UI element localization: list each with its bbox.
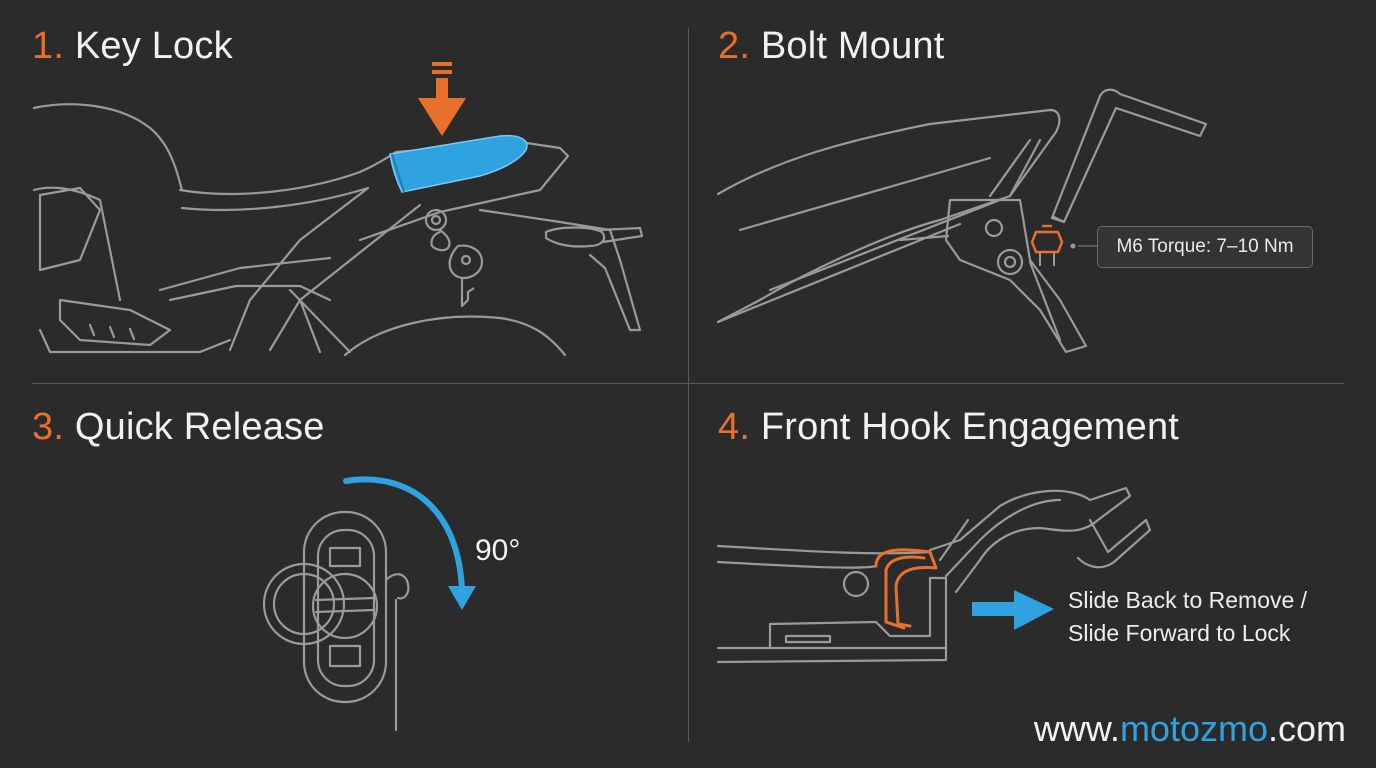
panel-title-text: Bolt Mount [760, 25, 945, 67]
panel-title-front-hook: 4. Front Hook Engagement [718, 405, 1179, 449]
website-prefix: www. [1033, 708, 1120, 749]
panel-title-text: Front Hook Engagement [760, 406, 1180, 448]
rotate-arrow-icon [343, 476, 476, 610]
tail-section-illustration [716, 108, 1088, 354]
bolt-icon [1030, 224, 1064, 266]
panel-title-quick-release: 3. Quick Release [32, 405, 325, 449]
rotation-angle-label: 90° [475, 534, 521, 567]
slide-instructions: Slide Back to Remove / Slide Forward to … [1068, 584, 1307, 650]
panel-title-bolt-mount: 2. Bolt Mount [718, 24, 945, 68]
hook-engagement-highlight [874, 548, 938, 630]
slide-instruction-line-2: Slide Forward to Lock [1068, 620, 1291, 646]
torque-callout: M6 Torque: 7–10 Nm [1097, 226, 1313, 268]
panel-number: 2. [718, 25, 751, 67]
motorcycle-illustration [32, 103, 644, 357]
front-hook-illustration [716, 486, 1152, 664]
panel-number: 4. [718, 406, 751, 448]
panel-number: 3. [32, 406, 65, 448]
website-url: www.motozmo.com [1034, 708, 1346, 750]
seat-cowl-highlight [389, 134, 528, 193]
panel-number: 1. [32, 25, 65, 67]
horizontal-divider [32, 383, 1344, 384]
down-arrow-icon [418, 62, 466, 136]
slide-instruction-line-1: Slide Back to Remove / [1068, 587, 1308, 613]
panel-title-key-lock: 1. Key Lock [32, 24, 233, 68]
website-suffix: .com [1267, 708, 1346, 749]
key-icon [448, 244, 484, 308]
website-brand: motozmo [1119, 708, 1268, 749]
quick-release-lock-illustration [262, 510, 410, 732]
vertical-divider [688, 28, 689, 742]
torque-leader [1070, 243, 1097, 249]
panel-title-text: Key Lock [74, 25, 233, 67]
panel-title-text: Quick Release [74, 406, 325, 448]
hex-key-icon [1050, 88, 1208, 224]
right-arrow-icon [972, 590, 1054, 630]
